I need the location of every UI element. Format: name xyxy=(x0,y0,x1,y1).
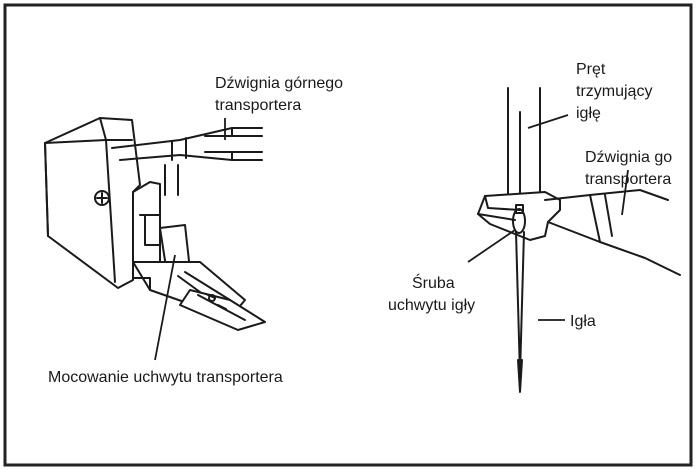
label-upper-feed-lever: Dźwignia górnego transportera xyxy=(215,75,348,114)
leader-lines-left xyxy=(154,118,226,361)
leader-needle-clamp-screw xyxy=(467,229,516,263)
leader-mount xyxy=(154,254,176,361)
label-needle-bar: Pręt trzymujący igłę xyxy=(576,61,657,122)
label-needle-clamp-screw: Śruba uchwytu igły xyxy=(388,273,475,314)
leader-upper-feed-lever-right xyxy=(621,169,629,216)
leader-lines-right xyxy=(467,114,629,321)
needle-bar-illustration xyxy=(477,87,681,393)
label-feed-holder-mount: Mocowanie uchwytu transportera xyxy=(48,369,283,386)
walking-foot-illustration xyxy=(44,117,266,331)
diagram-border xyxy=(3,3,693,467)
label-upper-feed-lever-right: Dźwignia go transportera xyxy=(585,149,677,188)
leader-needle-bar xyxy=(527,114,569,129)
label-needle: Igła xyxy=(570,313,596,330)
